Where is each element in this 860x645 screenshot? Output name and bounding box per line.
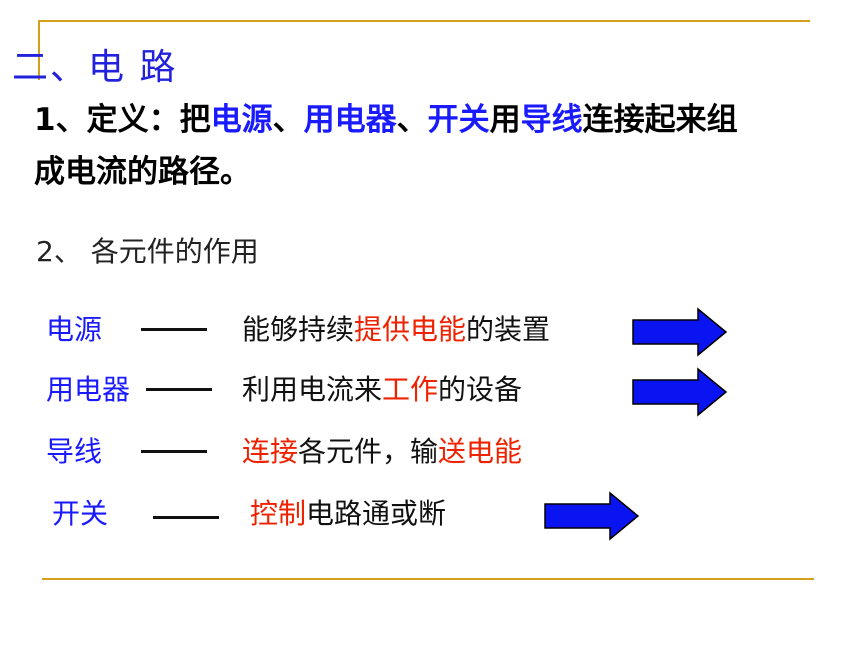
desc-part: 能够持续 <box>242 313 355 346</box>
term-wire: 导线 <box>520 102 583 138</box>
definition-text: 1、定义：把电源、用电器、开关用导线连接起来组成电流的路径。 <box>34 94 764 198</box>
desc-part: 电路通或断 <box>306 497 447 530</box>
section-heading: 二、电 路 <box>12 47 178 88</box>
definition-suffix: 连接起来组成电流的路径。 <box>34 102 738 190</box>
component-name-wire: 导线 <box>46 435 103 468</box>
right-arrow-icon <box>632 307 728 357</box>
definition-prefix: 1、定义：把 <box>34 102 211 138</box>
component-name-appliance: 用电器 <box>46 373 131 406</box>
subheading: 2、 各元件的作用 <box>36 235 259 268</box>
separator: 、 <box>272 102 304 138</box>
term-power-source: 电源 <box>210 102 273 138</box>
component-desc-appliance: 利用电流来工作的设备 <box>242 368 522 408</box>
desc-part: 的设备 <box>438 373 523 406</box>
term-switch: 开关 <box>427 102 490 138</box>
right-arrow-icon <box>544 491 640 541</box>
component-name-switch: 开关 <box>52 497 109 530</box>
component-desc-power-source: 能够持续提供电能的装置 <box>242 308 550 348</box>
separator: 、 <box>396 102 428 138</box>
right-arrow-icon <box>632 367 728 417</box>
definition-mid: 用 <box>489 102 521 138</box>
component-name-power-source: 电源 <box>46 313 103 346</box>
desc-part: 连接 <box>242 435 299 468</box>
component-desc-wire: 连接各元件，输送电能 <box>242 430 522 470</box>
em-dash <box>141 450 207 453</box>
top-rule <box>38 20 810 22</box>
desc-part: 控制 <box>250 497 307 530</box>
term-appliance: 用电器 <box>303 102 397 138</box>
em-dash <box>153 516 219 519</box>
component-desc-switch: 控制电路通或断 <box>250 492 446 532</box>
em-dash <box>146 388 212 391</box>
desc-part: 送电能 <box>438 435 523 468</box>
desc-part: 各元件，输 <box>298 435 439 468</box>
bottom-rule <box>42 578 814 580</box>
em-dash <box>141 328 207 331</box>
desc-part: 的装置 <box>466 313 551 346</box>
desc-part: 提供电能 <box>354 313 467 346</box>
left-rule <box>38 20 40 80</box>
desc-part: 工作 <box>382 373 439 406</box>
desc-part: 利用电流来 <box>242 373 383 406</box>
